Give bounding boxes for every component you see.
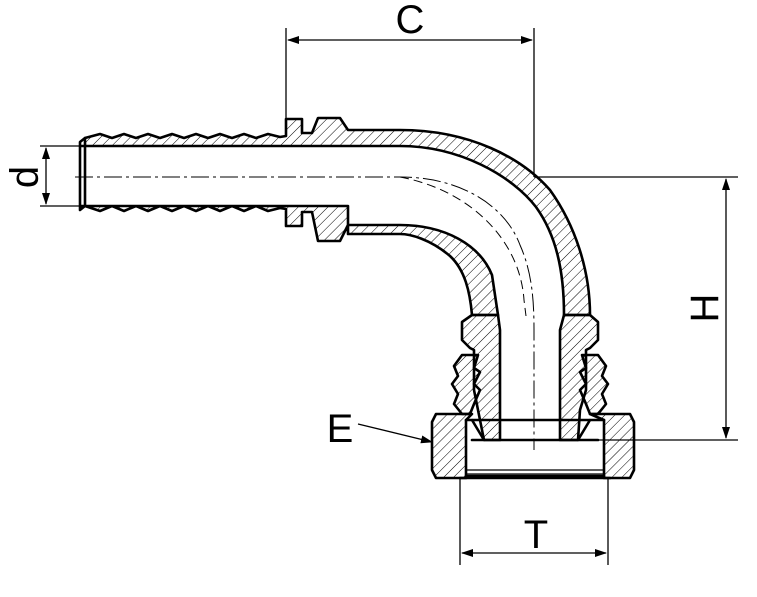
inner-wall-section <box>83 204 500 317</box>
nut-seat-lines <box>466 469 604 475</box>
centerline-horizontal <box>75 176 535 450</box>
t-label: T <box>524 513 548 557</box>
e-leader-line <box>357 423 433 444</box>
centerline-dashed-arc <box>399 176 527 317</box>
nut-inner-lines <box>458 418 612 480</box>
c-label: C <box>396 0 425 42</box>
e-label: E <box>327 407 354 451</box>
outer-wall-section <box>83 116 592 317</box>
swivel-nut-left <box>430 412 474 480</box>
d-label: d <box>3 166 47 188</box>
right-nut-grip <box>578 353 610 416</box>
swivel-nut-right <box>588 412 636 480</box>
bore-outline <box>78 136 87 212</box>
h-label: H <box>683 294 727 323</box>
